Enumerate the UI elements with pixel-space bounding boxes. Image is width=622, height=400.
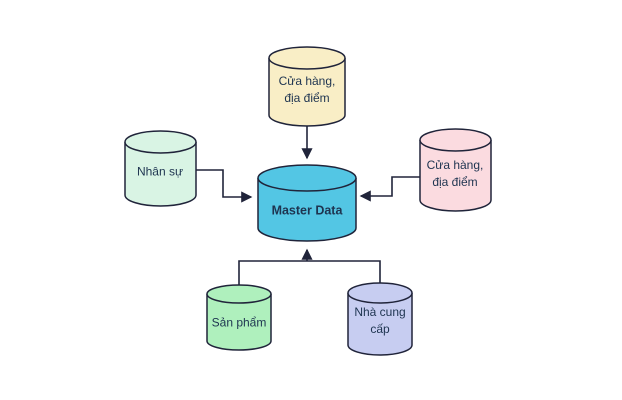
cylinder-body [257,178,357,242]
arrow-bottom-right-branch [307,260,381,283]
cylinder-top [124,130,197,154]
cylinder-body [206,294,272,351]
right-store-location-cylinder [419,128,492,212]
arrow-right-to-center [359,176,420,202]
bottom-left-products-cylinder [206,284,272,351]
cylinder-top [347,282,413,304]
cylinder-body [347,293,413,356]
left-personnel-cylinder [124,130,197,207]
center-master-data-cylinder [257,164,357,242]
cylinder-top [419,128,492,152]
cylinder-body [419,140,492,212]
cylinder-top [257,164,357,192]
cylinder-body [124,142,197,207]
cylinder-top [268,46,346,70]
arrow-bottom-left-branch [238,260,307,285]
top-store-location-cylinder [268,46,346,127]
cylinder-top [206,284,272,304]
arrow-left-to-center [196,169,253,203]
bottom-right-suppliers-cylinder [347,282,413,356]
